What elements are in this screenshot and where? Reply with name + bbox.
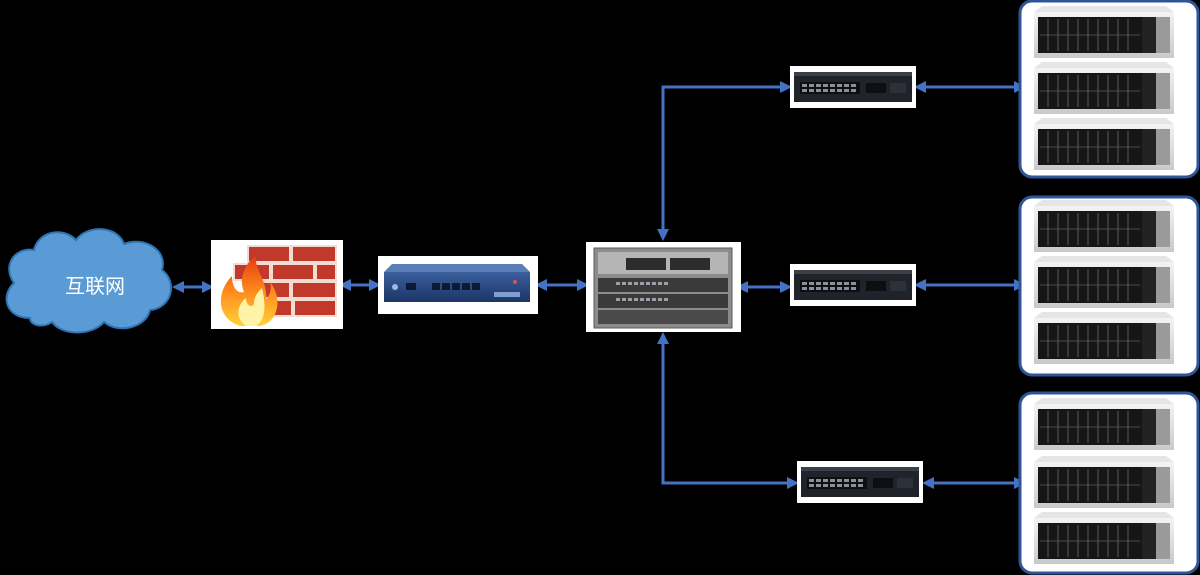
link-core-switch-bottom <box>657 332 799 489</box>
link-core-switch-top <box>657 81 792 241</box>
server-icon <box>1033 199 1175 253</box>
server-group-middle <box>1018 195 1200 377</box>
server-icon <box>1033 397 1175 451</box>
server-icon <box>1033 455 1175 509</box>
server-icon <box>1033 61 1175 115</box>
cloud-icon <box>5 228 172 334</box>
server-icon <box>1033 255 1175 309</box>
access-switch-top-icon <box>790 66 916 108</box>
chassis-switch-icon <box>586 242 741 332</box>
link-lines <box>172 81 1026 489</box>
internet-label: 互联网 <box>65 274 125 298</box>
server-icon <box>1033 511 1175 565</box>
access-switch-middle-icon <box>790 264 916 306</box>
server-icon <box>1033 117 1175 171</box>
server-group-top <box>1018 0 1200 179</box>
server-icon <box>1033 5 1175 59</box>
firewall-icon <box>211 240 343 329</box>
server-icon <box>1033 311 1175 365</box>
server-group-bottom <box>1018 391 1200 575</box>
access-switch-bottom-icon <box>797 461 923 503</box>
router-icon <box>378 256 538 314</box>
